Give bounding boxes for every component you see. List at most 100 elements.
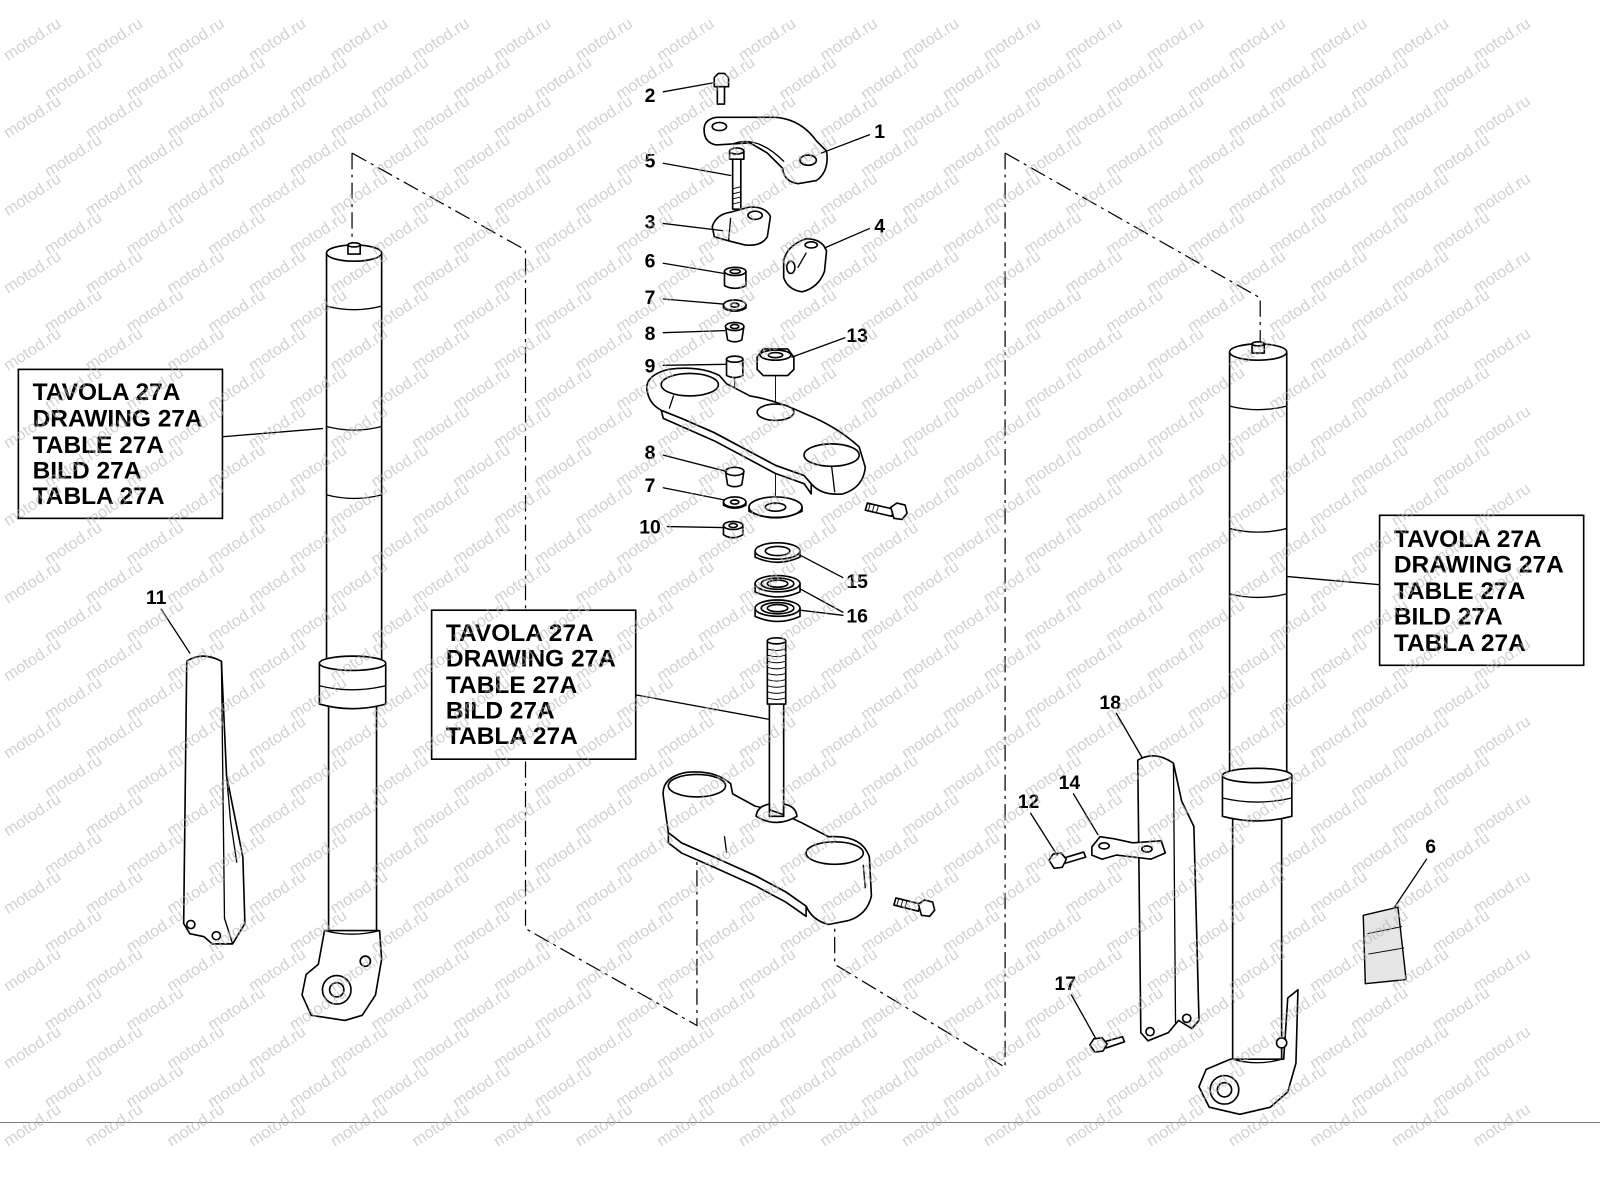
watermark-text: motod.ru: [1, 712, 65, 762]
callout-number: 8: [645, 323, 656, 345]
washer-7-lower: [722, 496, 747, 509]
riser-hole: [804, 241, 819, 249]
reference-box-left: TAVOLA 27A DRAWING 27A TABLE 27A BILD 27…: [17, 368, 324, 520]
callout-number: 6: [1425, 836, 1436, 858]
callout-leader: [823, 227, 871, 249]
bolt-shank: [864, 502, 895, 518]
left-fork-tube-ring: [325, 494, 383, 500]
callout-leader: [662, 454, 728, 473]
callout-number: 4: [874, 216, 885, 238]
callout-leader: [1029, 812, 1058, 856]
right-fork-tube-ring: [1228, 405, 1288, 411]
reference-line: DRAWING 27A: [446, 645, 616, 672]
washer-7: [722, 299, 747, 313]
reference-box-right: TAVOLA 27A DRAWING 27A TABLE 27A BILD 27…: [1287, 514, 1585, 667]
right-fork-foot-bolt: [1275, 1036, 1288, 1049]
lower-clamp-body: [662, 771, 873, 926]
bolt-thread: [732, 186, 741, 205]
upper-triple-clamp: [646, 367, 867, 495]
nut-bore: [767, 351, 784, 359]
guard-bolt-17: [1088, 1035, 1126, 1053]
handlebar-riser-3: [711, 206, 772, 247]
callout-number: 1: [874, 121, 885, 143]
left-fork-axle-foot: [301, 929, 383, 1022]
right-fork-to-lower-clamp-line: [834, 153, 1006, 1069]
reference-line: TABLA 27A: [1394, 630, 1526, 657]
reference-leader: [635, 694, 771, 721]
reference-line: TABLE 27A: [33, 432, 165, 459]
watermark-text: motod.ru: [1307, 1100, 1371, 1150]
reference-line: TABLE 27A: [446, 672, 578, 699]
reference-box-center: TAVOLA 27A DRAWING 27A TABLE 27A BILD 27…: [430, 609, 771, 761]
callout-number: 7: [645, 475, 656, 497]
lower-clamp-right-hole: [805, 841, 865, 866]
callout-leader: [799, 609, 844, 616]
left-fork-guard-fold: [225, 774, 238, 863]
lower-clamp-slot: [862, 864, 866, 889]
callout-number: 13: [846, 325, 868, 347]
callout-leader: [662, 487, 726, 501]
nut-10: [722, 520, 744, 539]
upper-clamp-slot: [830, 465, 836, 493]
callout-number: 14: [1059, 772, 1081, 794]
rubber-bush-bore: [729, 323, 740, 330]
lower-triple-clamp-and-stem: [662, 636, 873, 926]
handlebar-riser-4: [782, 237, 828, 293]
reference-frame: [1378, 514, 1585, 667]
left-fork-foot-edge: [323, 929, 381, 935]
watermark-text: motod.ru: [1, 170, 65, 220]
left-fork-collar-top: [318, 655, 387, 672]
watermark-text: motod.ru: [898, 1100, 962, 1150]
watermark-text: motod.ru: [1, 945, 65, 995]
right-fork-guard: [1136, 755, 1200, 1042]
reference-line: BILD 27A: [446, 697, 555, 724]
left-fork-guard-hole: [185, 919, 196, 930]
rubber-bush-8-lower: [724, 466, 745, 488]
riser-hole: [747, 210, 764, 221]
reflector-sticker-6: [1362, 906, 1407, 985]
bolt-thread: [867, 502, 880, 513]
watermark-text: motod.ru: [490, 1100, 554, 1150]
right-fork-axle-hole-inner: [1216, 1081, 1233, 1098]
watermark-text: motod.ru: [1, 325, 65, 375]
callout-leader: [1070, 994, 1097, 1040]
bracket-body: [1091, 835, 1167, 861]
callout-leader: [666, 525, 724, 529]
riser-edge: [797, 252, 807, 269]
reference-line: BILD 27A: [33, 458, 142, 485]
left-fork-tube-ring: [325, 305, 383, 311]
callout-leader: [1393, 858, 1428, 909]
bolt-thread: [896, 897, 908, 908]
seal-bore: [764, 545, 791, 557]
top-clamp-body: [703, 116, 828, 185]
watermark-text: motod.ru: [1, 635, 65, 685]
steering-bearing-16-upper: [754, 574, 801, 598]
left-fork-guard-hole: [211, 930, 222, 941]
watermark-text: motod.ru: [1, 14, 65, 64]
bracket-hole: [1098, 842, 1110, 850]
reference-line: DRAWING 27A: [33, 406, 203, 433]
bracket-hole: [1141, 845, 1153, 853]
bolt-head: [890, 502, 908, 521]
callout-leaders: [160, 81, 1428, 1040]
left-fork-guard-edge: [220, 660, 234, 945]
right-fork-collar-top: [1221, 767, 1293, 784]
watermark-text: motod.ru: [735, 1100, 799, 1150]
bolt-head-top: [728, 147, 745, 155]
callout-number: 9: [645, 355, 656, 377]
bolt-head: [1048, 852, 1068, 870]
reference-line: TABLA 27A: [446, 723, 578, 750]
callout-leader: [1115, 712, 1143, 758]
washer-bore: [729, 499, 740, 505]
right-fork-lower-tube: [1231, 813, 1283, 1063]
steering-bearing-16-lower: [754, 599, 801, 623]
right-fork-cap-nut-top: [1251, 341, 1266, 347]
rubber-bush-8: [724, 321, 745, 343]
left-fork-guard: [182, 655, 246, 945]
callout-number: 5: [645, 150, 656, 172]
upper-clamp-slot: [668, 395, 675, 409]
right-fork-collar-ring: [1221, 797, 1293, 803]
upper-clamp-pinch-bolt: [864, 502, 908, 521]
reference-leader: [1287, 575, 1381, 586]
watermark-text: motod.ru: [572, 1100, 636, 1150]
